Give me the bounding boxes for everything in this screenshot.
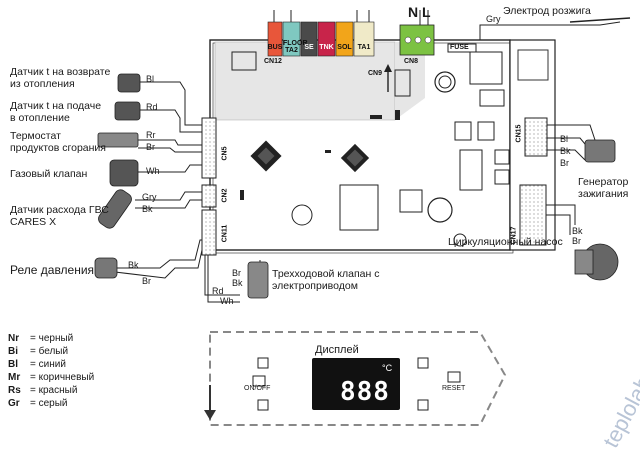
reset-label: RESET — [442, 385, 466, 392]
dhw-flow-wire-1: Gry — [142, 192, 157, 202]
ignition-generator-icon — [584, 139, 616, 163]
generator-wire-bl: Bl — [560, 134, 569, 144]
dhw-flow-wire-2: Bk — [142, 204, 153, 214]
display-title: Дисплей — [315, 344, 359, 356]
return-sensor-wire: Bl — [146, 74, 155, 84]
gas-valve-wire: Wh — [146, 166, 160, 176]
electrode-icon — [569, 17, 631, 23]
pressure-switch-wire-2: Br — [142, 276, 151, 286]
legend-row: Gr= серый — [8, 398, 68, 409]
pressure-switch-wire-1: Bk — [128, 260, 139, 270]
pump-wire-br: Br — [572, 236, 581, 246]
lcd-digits: 888 — [340, 377, 390, 407]
valve-wire-wh: Wh — [220, 296, 234, 306]
connector-sol: SOL — [337, 44, 352, 51]
thermostat-icon — [97, 132, 139, 148]
dhw-plus-button[interactable] — [417, 357, 429, 369]
cn2-label: CN2 — [221, 188, 229, 203]
dhw-flow-sensor-label: Датчик расхода ГВС CARES X — [10, 204, 109, 228]
heating-plus-button[interactable] — [257, 357, 269, 369]
cn15-label: CN15 — [515, 124, 523, 143]
connector-se: SE — [304, 44, 314, 51]
legend-row: Bi= белый — [8, 346, 69, 357]
pressure-switch-icon — [94, 257, 118, 279]
pressure-switch-label: Реле давления — [10, 263, 95, 277]
component-icons — [94, 17, 631, 299]
heating-minus-button[interactable] — [257, 399, 269, 411]
dhw-minus-button[interactable] — [417, 399, 429, 411]
connector-ta1: TA1 — [357, 44, 371, 51]
reset-button[interactable] — [447, 371, 461, 383]
flue-thermostat-label: Термостат продуктов сгорания — [10, 130, 106, 154]
pump-label: Циркуляционный насос — [448, 236, 563, 248]
legend-row: Mr= коричневый — [8, 372, 95, 383]
valve-wire-bk: Bk — [232, 278, 243, 288]
three-way-valve-label: Трехходовой клапан с электроприводом — [272, 268, 380, 292]
cn5-label: CN5 — [221, 146, 229, 161]
lcd-screen — [312, 358, 400, 410]
electrode-label: Электрод розжига — [503, 5, 591, 17]
flue-thermostat-wire-1: Rr — [146, 130, 156, 140]
valve-wire-rd: Rd — [212, 286, 224, 296]
gas-valve-icon — [109, 159, 139, 187]
return-sensor-icon — [117, 73, 141, 93]
connector-tnk: TNK — [319, 44, 334, 51]
generator-wire-bk: Bk — [560, 146, 571, 156]
lcd-unit: °C — [382, 363, 393, 373]
three-way-valve-icon — [247, 261, 269, 299]
legend-row: Nr= черный — [8, 333, 74, 344]
cn8-label: CN8 — [404, 58, 419, 65]
gas-valve-label: Газовый клапан — [10, 168, 88, 180]
onoff-button[interactable] — [252, 375, 266, 387]
flow-sensor-wire: Rd — [146, 102, 158, 112]
legend-row: Bl= синий — [8, 359, 66, 370]
legend-row: Rs= красный — [8, 385, 78, 396]
connector-floor-ta2: FLOOR TA2 — [283, 40, 308, 54]
flow-sensor-icon — [114, 101, 141, 121]
gry-wire-label: Gry — [486, 14, 501, 24]
cn9-label: CN9 — [368, 70, 383, 77]
return-sensor-label: Датчик t на возврате из отопления — [10, 66, 111, 90]
flow-meter-icon — [98, 189, 132, 229]
generator-label: Генератор зажигания — [578, 176, 629, 200]
flue-thermostat-wire-2: Br — [146, 142, 155, 152]
cn12-label: CN12 — [264, 58, 282, 65]
connector-bus: BUS — [267, 44, 283, 51]
nl-label: N L — [408, 4, 431, 20]
valve-wire-br: Br — [232, 268, 241, 278]
cn11-label: CN11 — [221, 224, 229, 243]
fuse-label: FUSE — [450, 44, 469, 51]
top-connectors — [267, 10, 435, 57]
pump-wire-bk: Bk — [572, 226, 583, 236]
onoff-label: ON/OFF — [244, 385, 271, 392]
generator-wire-br: Br — [560, 158, 569, 168]
display-panel — [204, 331, 507, 426]
flow-sensor-label: Датчик t на подаче в отопление — [10, 100, 102, 124]
